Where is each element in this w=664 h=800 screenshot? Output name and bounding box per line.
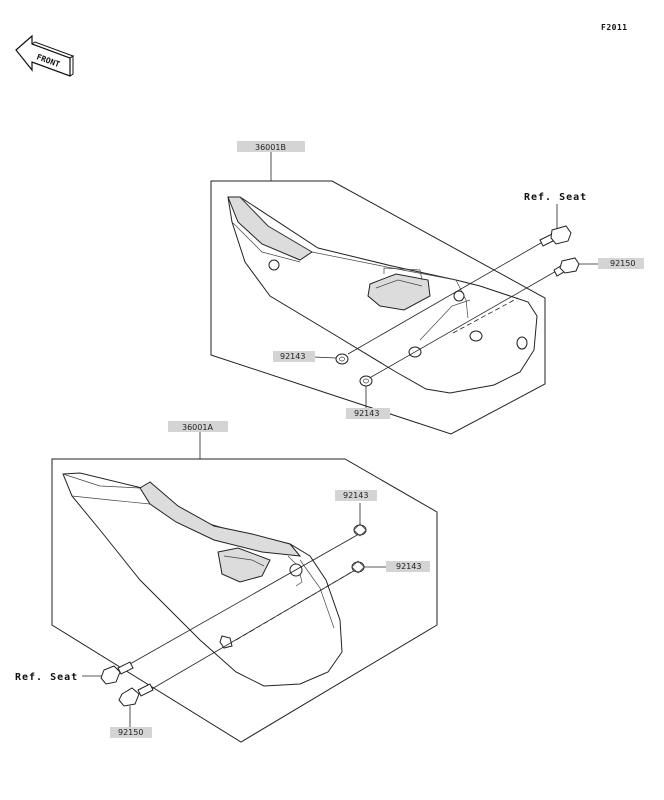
upper-bolt-tag[interactable] xyxy=(598,258,644,269)
upper-cover-label: 36001B xyxy=(255,143,286,152)
ref-seat-top-label: Ref. Seat xyxy=(524,192,587,203)
lower-washer-right-icon[interactable] xyxy=(351,561,365,573)
lower-bolt-icon[interactable] xyxy=(118,683,154,707)
upper-bolt-icon[interactable] xyxy=(553,257,580,277)
lower-washer-top-tag[interactable] xyxy=(335,490,377,501)
upper-washer-left-label: 92143 xyxy=(280,352,305,361)
lower-assembly: 36001A 92143 92143 xyxy=(15,421,438,743)
upper-assembly-frame xyxy=(210,180,546,435)
lower-bolt-tag[interactable] xyxy=(110,727,152,738)
lower-washer-top-label: 92143 xyxy=(343,491,368,500)
lower-assembly-frame xyxy=(51,458,438,743)
figure-id: F2011 xyxy=(601,23,628,32)
ref-seat-bottom-label: Ref. Seat xyxy=(15,672,78,683)
upper-assembly: 36001B Ref. Seat xyxy=(210,141,644,435)
lower-side-cover[interactable] xyxy=(62,472,343,687)
front-arrow-icon: FRONT xyxy=(15,34,75,77)
upper-washer-bottom-icon[interactable] xyxy=(359,375,373,387)
upper-washer-bottom-label: 92143 xyxy=(354,409,379,418)
lower-cover-label: 36001A xyxy=(182,423,213,432)
lower-washer-right-tag[interactable] xyxy=(386,561,430,572)
upper-bolt-label: 92150 xyxy=(610,259,635,268)
upper-washer-left-icon[interactable] xyxy=(335,353,349,365)
upper-washer-left-tag[interactable] xyxy=(273,351,315,362)
lower-seat-bolt-icon[interactable] xyxy=(100,661,134,685)
lower-washer-top-icon[interactable] xyxy=(353,524,367,536)
lower-bolt-label: 92150 xyxy=(118,728,143,737)
upper-washer-bottom-tag[interactable] xyxy=(346,408,390,419)
upper-seat-bolt-icon[interactable] xyxy=(539,225,572,247)
upper-cover-tag[interactable] xyxy=(237,141,305,152)
lower-cover-tag[interactable] xyxy=(168,421,228,432)
lower-washer-right-label: 92143 xyxy=(396,562,421,571)
upper-side-cover[interactable] xyxy=(227,196,538,394)
